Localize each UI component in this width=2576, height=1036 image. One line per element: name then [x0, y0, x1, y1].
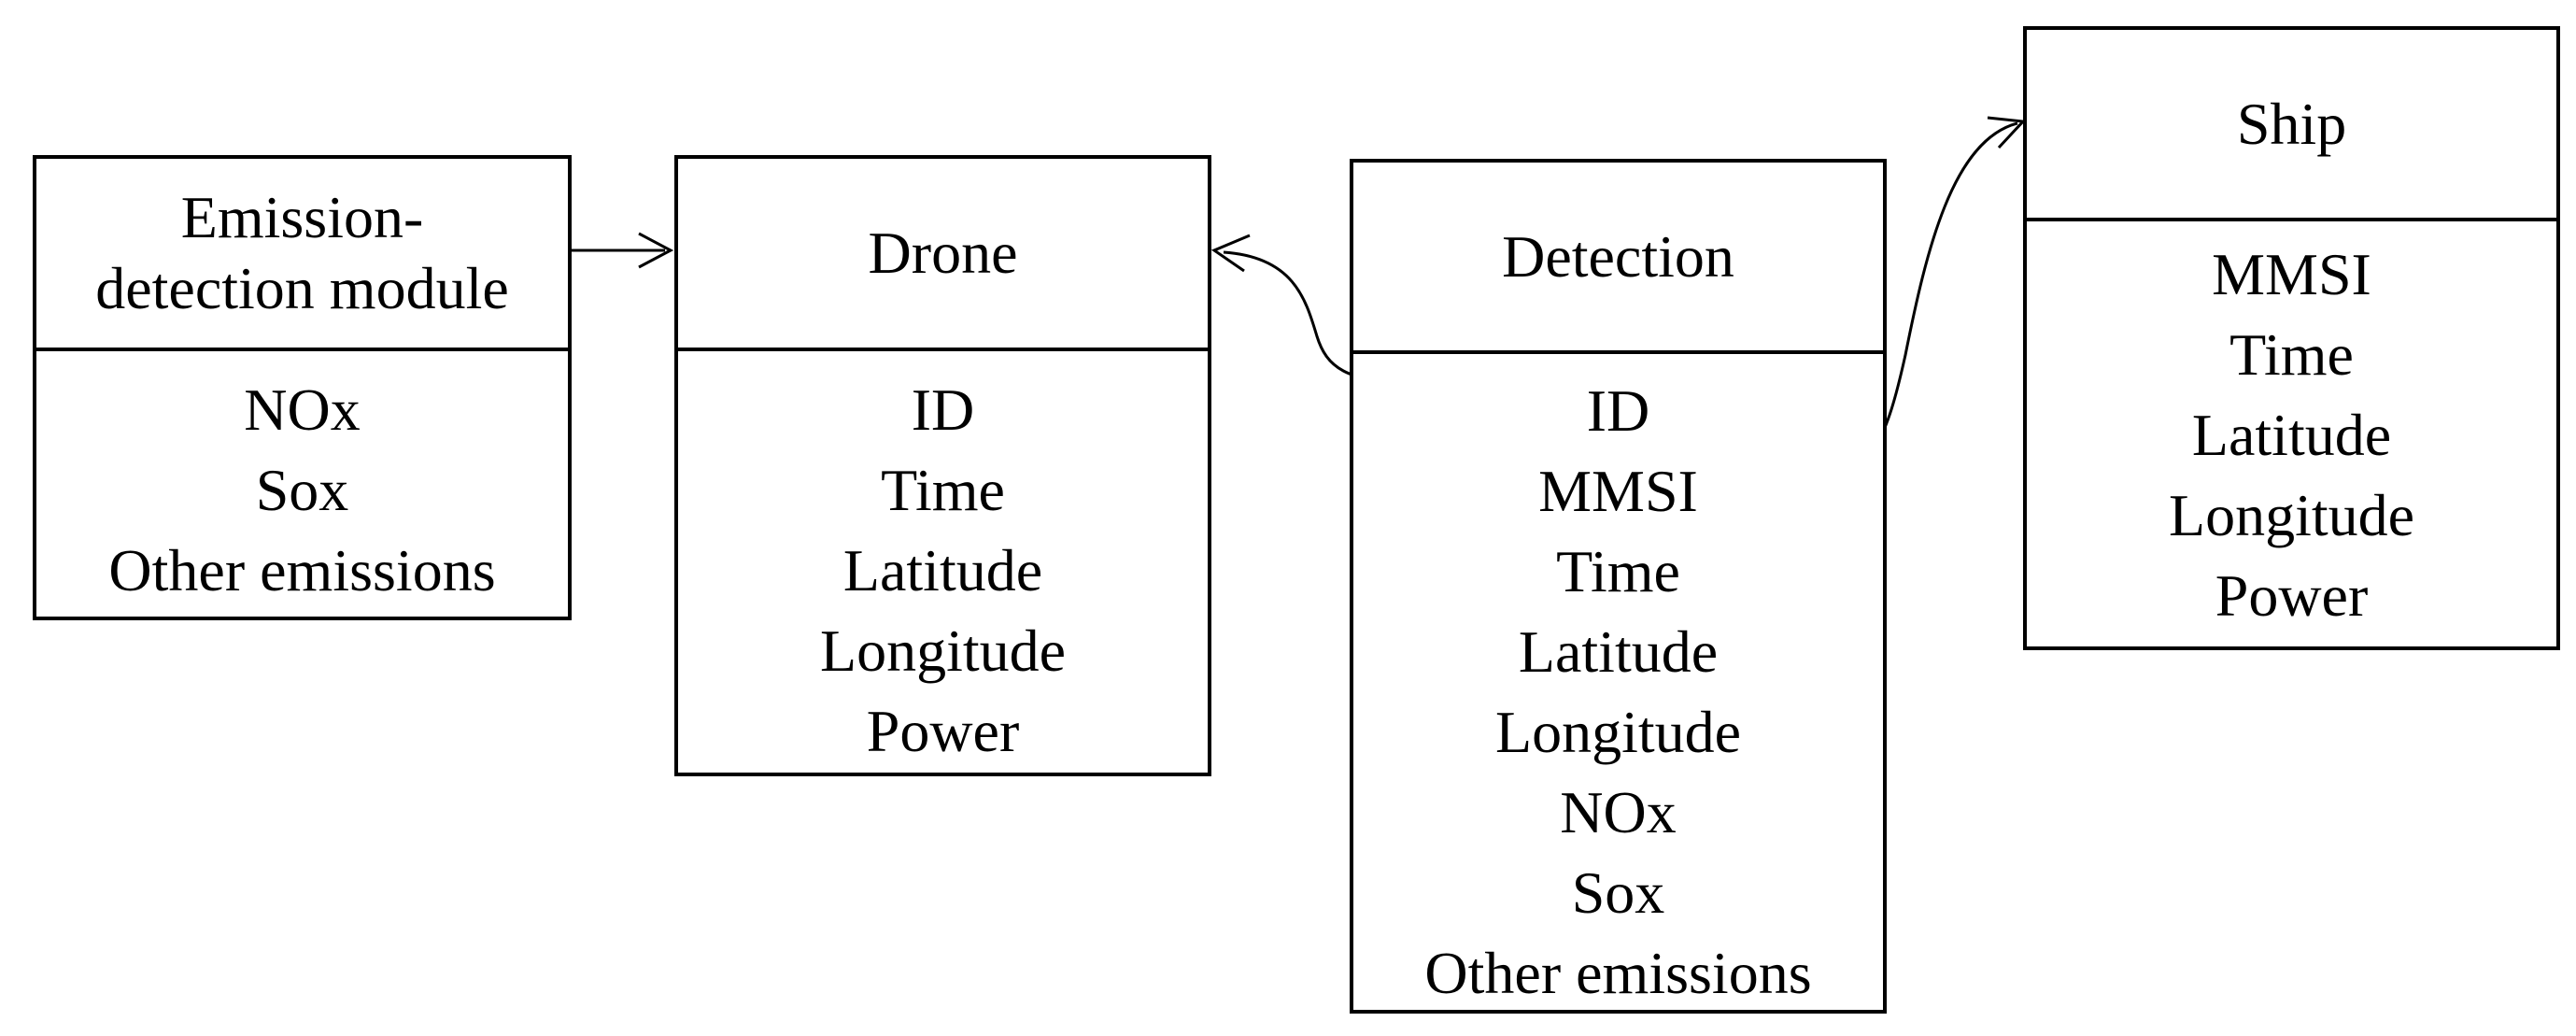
- entity-title: Emission- detection module: [95, 184, 509, 321]
- entity-header: Drone: [678, 159, 1208, 351]
- attribute-power: Power: [866, 698, 1020, 764]
- entity-attributes: NOx Sox Other emissions: [36, 351, 568, 617]
- attribute-mmsi: MMSI: [2212, 241, 2371, 307]
- entity-ship: Ship MMSI Time Latitude Longitude Power: [2023, 26, 2560, 650]
- attribute-sox: Sox: [255, 457, 349, 523]
- attribute-latitude: Latitude: [2191, 402, 2392, 468]
- attribute-other-emissions: Other emissions: [108, 537, 496, 603]
- attribute-other-emissions: Other emissions: [1424, 940, 1812, 1006]
- attribute-nox: NOx: [244, 376, 361, 443]
- entity-header: Ship: [2027, 30, 2556, 221]
- entity-attributes: ID Time Latitude Longitude Power: [678, 351, 1208, 773]
- attribute-longitude: Longitude: [819, 617, 1067, 684]
- attribute-latitude: Latitude: [1518, 618, 1719, 685]
- entity-detection: Detection ID MMSI Time Latitude Longitud…: [1350, 159, 1887, 1014]
- attribute-id: ID: [1586, 377, 1650, 444]
- entity-header: Detection: [1353, 163, 1883, 354]
- attribute-mmsi: MMSI: [1538, 458, 1698, 524]
- attribute-longitude: Longitude: [2168, 482, 2415, 548]
- attribute-time: Time: [881, 457, 1005, 523]
- attribute-power: Power: [2215, 562, 2369, 629]
- attribute-latitude: Latitude: [842, 537, 1043, 603]
- attribute-sox: Sox: [1571, 859, 1665, 926]
- entity-attributes: MMSI Time Latitude Longitude Power: [2027, 221, 2556, 646]
- entity-attributes: ID MMSI Time Latitude Longitude NOx Sox …: [1353, 354, 1883, 1014]
- attribute-id: ID: [911, 376, 975, 443]
- arrow-emission-to-drone: [572, 232, 674, 269]
- attribute-time: Time: [2229, 321, 2354, 388]
- entity-title: Detection: [1502, 222, 1734, 290]
- entity-title: Ship: [2236, 90, 2347, 157]
- entity-header: Emission- detection module: [36, 159, 568, 351]
- entity-title: Drone: [868, 220, 1018, 286]
- entity-emission-detection-module: Emission- detection module NOx Sox Other…: [33, 155, 572, 620]
- attribute-nox: NOx: [1560, 779, 1677, 845]
- attribute-longitude: Longitude: [1494, 699, 1742, 765]
- attribute-time: Time: [1556, 538, 1680, 604]
- entity-drone: Drone ID Time Latitude Longitude Power: [674, 155, 1211, 776]
